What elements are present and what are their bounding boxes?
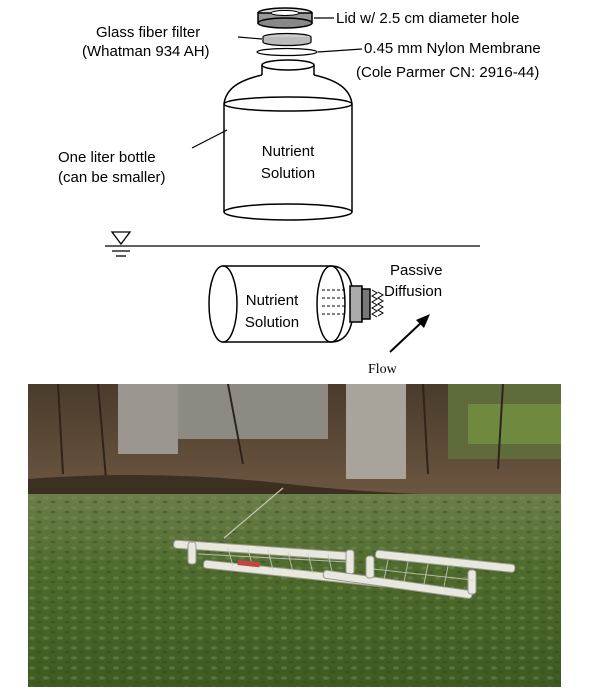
- flow-label: Flow: [368, 362, 398, 377]
- filter-icon: [262, 32, 312, 47]
- side-nutrient-line1: Nutrient: [246, 292, 299, 309]
- diffusion-arrows-icon: [322, 289, 384, 318]
- filter-label-line2: (Whatman 934 AH): [82, 43, 210, 60]
- bottle-nutrient-line2: Solution: [261, 165, 315, 182]
- membrane-leader-line: [317, 48, 363, 53]
- diffusion-label-line1: Passive: [390, 262, 443, 279]
- bottle-label-line2: (can be smaller): [58, 169, 166, 186]
- lid-label: Lid w/ 2.5 cm diameter hole: [336, 10, 519, 27]
- sideways-bottle-icon: [208, 265, 371, 343]
- filter-leader-line: [237, 36, 263, 40]
- membrane-icon: [256, 47, 318, 57]
- river-photo: [28, 384, 561, 687]
- bottle-nutrient-line1: Nutrient: [262, 143, 315, 160]
- filter-label-line1: Glass fiber filter: [96, 24, 200, 41]
- bottle-label-line1: One liter bottle: [58, 149, 156, 166]
- flow-arrow-icon: [389, 314, 430, 353]
- side-nutrient-line2: Solution: [245, 314, 299, 331]
- diffusion-label-line2: Diffusion: [384, 283, 442, 300]
- nutrient-diffuser-diagram: Lid w/ 2.5 cm diameter hole Glass fiber …: [58, 7, 541, 377]
- bottle-leader-line: [191, 129, 228, 149]
- bottle-icon: [223, 59, 353, 221]
- lid-icon: [257, 7, 313, 29]
- water-surface-icon: [105, 231, 480, 257]
- membrane-label-line1: 0.45 mm Nylon Membrane: [364, 40, 541, 57]
- membrane-label-line2: (Cole Parmer CN: 2916-44): [356, 64, 539, 81]
